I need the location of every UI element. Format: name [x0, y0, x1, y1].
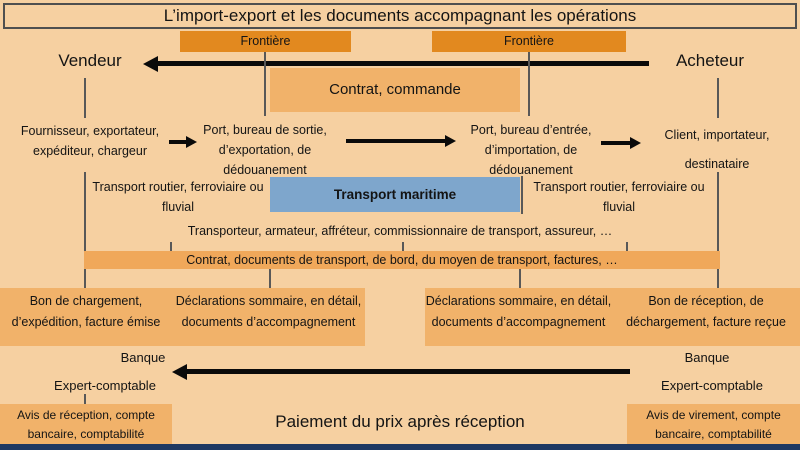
- arrow-bar: [157, 61, 649, 66]
- declarations-left-box: Déclarations sommaire, en détail, docume…: [172, 288, 365, 346]
- client-label: Client, importateur, destinataire: [664, 128, 770, 171]
- transport-maritime-box: Transport maritime: [270, 177, 520, 212]
- transport-routier-left-label: Transport routier, ferroviaire ou fluvia…: [92, 180, 264, 214]
- arrow-head-icon: [445, 135, 456, 147]
- bon-chargement-box: Bon de chargement, d’expédition, facture…: [0, 288, 172, 346]
- expert-comptable-right-label: Expert-comptable: [661, 378, 763, 393]
- expert-comptable-left-label: Expert-comptable: [54, 378, 156, 393]
- documents-strip: Contrat, documents de transport, de bord…: [84, 251, 720, 269]
- page-title: L’import-export et les documents accompa…: [3, 3, 797, 29]
- connector-strip-top-mid: [402, 242, 404, 252]
- transport-routier-right-label: Transport routier, ferroviaire ou fluvia…: [533, 180, 705, 214]
- arrow-head-icon: [172, 363, 187, 380]
- avis-virement-box: Avis de virement, compte bancaire, compt…: [627, 404, 800, 444]
- avis-reception-box: Avis de réception, compte bancaire, comp…: [0, 404, 172, 444]
- arrow-bar: [601, 141, 631, 145]
- arrow-head-icon: [630, 137, 641, 149]
- arrow-bar: [346, 139, 446, 143]
- connector-right-long: [717, 172, 719, 290]
- connector-strip-top-right: [626, 242, 628, 252]
- connector-frontier-right: [528, 52, 530, 116]
- transporteur-label: Transporteur, armateur, affréteur, commi…: [187, 224, 613, 238]
- frontier-left-box: Frontière: [180, 31, 351, 52]
- fournisseur-label: Fournisseur, exportateur, expéditeur, ch…: [20, 124, 160, 158]
- connector-expert-to-box: [84, 394, 86, 405]
- paiement-label: Paiement du prix après réception: [275, 412, 525, 431]
- acheteur-label: Acheteur: [675, 51, 745, 70]
- connector-strip-bottom-right: [519, 269, 521, 289]
- declarations-right-box: Déclarations sommaire, en détail, docume…: [425, 288, 612, 346]
- connector-frontier-left: [264, 52, 266, 116]
- arrow-bar: [169, 140, 187, 144]
- connector-strip-bottom-left: [269, 269, 271, 289]
- connector-left-long: [84, 172, 86, 290]
- connector-vendeur-down: [84, 78, 86, 118]
- banque-right-label: Banque: [684, 350, 730, 365]
- contrat-commande-box: Contrat, commande: [270, 68, 520, 112]
- arrow-head-icon: [143, 55, 158, 72]
- banque-left-label: Banque: [120, 350, 166, 365]
- bottom-accent-bar: [0, 444, 800, 450]
- vendeur-label: Vendeur: [58, 51, 122, 70]
- connector-maritime-right-edge: [521, 176, 523, 214]
- port-sortie-label: Port, bureau de sortie, d’exportation, d…: [203, 123, 327, 177]
- connector-acheteur-down: [717, 78, 719, 118]
- port-entree-label: Port, bureau d’entrée, d’importation, de…: [470, 123, 592, 177]
- arrow-head-icon: [186, 136, 197, 148]
- frontier-right-box: Frontière: [432, 31, 626, 52]
- arrow-bar: [186, 369, 630, 374]
- connector-strip-top-left: [170, 242, 172, 252]
- bon-reception-box: Bon de réception, de déchargement, factu…: [612, 288, 800, 346]
